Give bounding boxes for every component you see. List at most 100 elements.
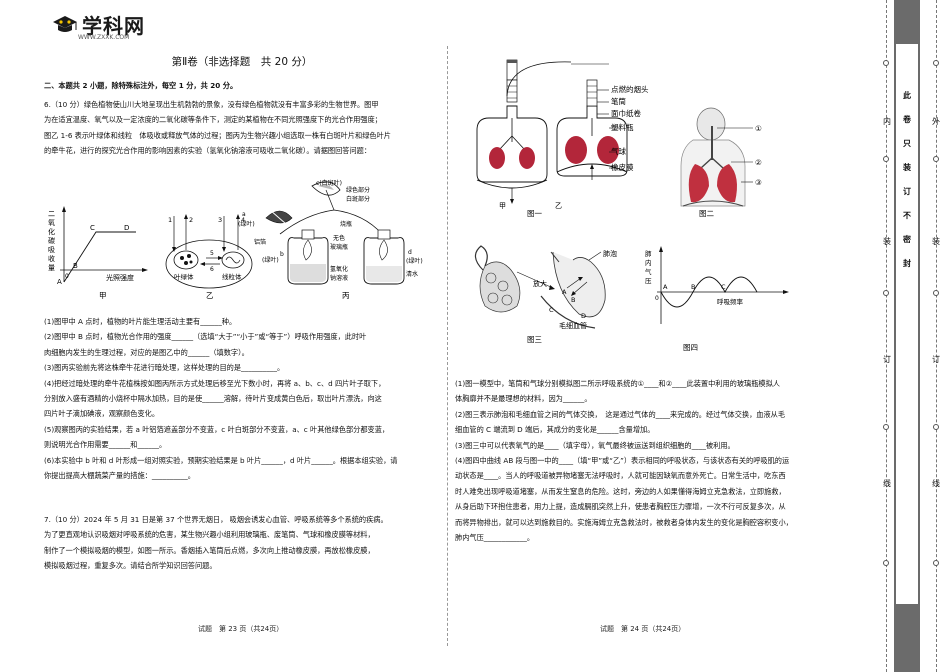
q6-question-line: 你提出提高大棚蔬菜产量的措施：__________。: [44, 471, 195, 481]
seal-char: 封: [903, 259, 911, 268]
jia-ylabel-char: 量: [48, 264, 55, 272]
bing-label: 无色: [333, 234, 345, 242]
fig2-label: ③: [755, 178, 762, 187]
seal-char: 密: [903, 235, 911, 244]
page-footer-left: 试题 第 23 页（共24页）: [198, 625, 284, 633]
fig1-label: 笔筒: [611, 96, 626, 106]
bing-label: 绿色部分: [346, 186, 370, 194]
bing-label: 白斑部分: [346, 195, 370, 203]
binding-circle: [933, 560, 939, 566]
q7-question-line: 动状态是____。当人的呼吸道被异物堵塞无法呼吸时，人就可能因缺氧而意外死亡。日…: [455, 471, 786, 481]
q6-question-line: (1)图甲中 A 点时，植物的叶片能生理活动主要有______种。: [44, 317, 237, 326]
q7-intro: 7.（10 分）2024 年 5 月 31 日是第 37 个世界无烟日， 吸烟会…: [44, 512, 440, 574]
q6-intro-line: 的牵牛花，进行的探究光合作用的影响因素的实验（氢氧化钠溶液可吸收二氧化碳）。请据…: [44, 146, 372, 156]
logo-brand: 学科网: [82, 14, 145, 38]
yi-caption: 乙: [206, 291, 214, 300]
fig4-point-b: B: [691, 283, 695, 291]
binding-margin: 内 装 订 线 外 装 订 线 此 卷 只 装 订 不 密 封: [872, 0, 950, 672]
q6-question-line: 分别放入盛有酒精的小烧杯中隔水加热，目的是使______溶解，待叶片变成黄白色后…: [44, 394, 382, 404]
jia-xlabel: 光照强度: [106, 273, 134, 282]
outer-char: 线: [932, 479, 940, 488]
q7-question-line: 肺内气压____________。: [455, 533, 535, 543]
bing-label: a: [242, 211, 246, 218]
fig3-label: 毛细血管: [559, 321, 587, 330]
figure-4: 肺 内 气 压 0 A B C 呼吸频率 图四: [645, 246, 789, 352]
bing-label: (绿叶): [238, 220, 255, 228]
q6-intro-line: 6.（10 分）绿色植物使山川大地呈现出生机勃勃的景象，没有绿色植物就没有丰富多…: [44, 100, 379, 109]
column-divider: [447, 46, 448, 646]
jia-point-d: D: [124, 224, 129, 232]
fig1-label: 点燃的烟头: [611, 84, 649, 94]
q6-intro-line: 图乙 1-6 表示叶绿体和线粒 体吸收或释放气体的过程；图丙为生物兴趣小组选取一…: [44, 130, 391, 140]
seal-char: 不: [903, 211, 911, 220]
q6-intro: 6.（10 分）绿色植物使山川大地呈现出生机勃勃的景象，没有绿色植物就没有丰富多…: [44, 97, 440, 159]
fig3-label: 放大: [533, 279, 547, 288]
binding-circle: [883, 560, 889, 566]
q6-question-line: (6)本实验中 b 叶和 d 叶形成一组对照实验，预期实验结果是 b 叶片___…: [44, 455, 398, 465]
q6-question-line: 肉细胞内发生的生理过程，对应的是图乙中的______（填数字）。: [44, 347, 249, 357]
binding-circle: [933, 290, 939, 296]
figure-1: 甲 乙 点燃的烟头 笔筒 面巾纸卷 塑料瓶 气球 橡皮膜 图一: [476, 59, 649, 218]
q7-question-line: (2)图三表示肺泡和毛细血管之间的气体交换， 这是通过气体的____来完成的。经…: [455, 409, 786, 419]
fig3-label: A: [562, 288, 567, 296]
section-title: 第Ⅱ卷（非选择题 共 20 分）: [171, 56, 313, 68]
fig2-label: ②: [755, 158, 762, 167]
q7-intro-line: 模拟吸烟过程，重复多次。请结合所学知识回答问题。: [44, 561, 217, 571]
bing-label: (绿叶): [406, 257, 423, 265]
binding-circle: [933, 156, 939, 162]
site-logo: 学科网 WWW.ZXXK.COM: [52, 10, 145, 41]
fig2-caption: 图二: [699, 209, 714, 218]
yi-label-chloroplast: 叶绿体: [174, 272, 194, 281]
outer-cut-line: [936, 0, 937, 672]
q7-question-line: 时人难免出现呼吸道堵塞，从而发生窒息的危险。这时，旁边的人如果懂得海姆立克急救法…: [455, 486, 786, 496]
yi-num: 1: [168, 216, 172, 224]
fig4-ylabel-char: 气: [645, 267, 652, 276]
inner-char: 订: [883, 355, 891, 364]
instructions: 二、本题共 2 小题，除特殊标注外，每空 1 分，共 20 分。: [44, 81, 238, 90]
yi-num: 5: [210, 250, 214, 257]
figure-yi: 1 2 3 4 5 6 叶绿体 线粒体 乙: [165, 214, 253, 300]
q7-intro-line: 为了更直观地认识吸烟对呼吸系统的危害，某生物兴趣小组利用玻璃瓶、废笔筒、气球和橡…: [44, 530, 375, 540]
yi-num: 2: [189, 216, 193, 224]
q7-questions: (1)图一模型中，笔筒和气球分别模拟图二所示呼吸系统的①____和②____此装…: [455, 376, 851, 545]
bing-label: 玻璃瓶: [330, 243, 348, 251]
binding-circle: [883, 290, 889, 296]
fig1-sub-yi: 乙: [555, 202, 562, 210]
jia-ylabel-char: 化: [48, 227, 55, 236]
q6-question-line: (3)图丙实验前先将这株牵牛花进行暗处理，这样处理的目的是__________。: [44, 363, 285, 373]
q7-figures: 甲 乙 点燃的烟头 笔筒 面巾纸卷 塑料瓶 气球 橡皮膜 图一: [474, 59, 789, 352]
bing-label: 烧瓶: [340, 220, 352, 228]
yi-num: 6: [210, 266, 214, 273]
q6-questions: (1)图甲中 A 点时，植物的叶片能生理活动主要有______种。 (2)图甲中…: [44, 314, 440, 483]
seal-char: 只: [903, 139, 911, 148]
jia-point-c: C: [90, 224, 95, 232]
bing-caption: 丙: [342, 291, 350, 300]
outer-char: 装: [932, 237, 940, 246]
q6-question-line: (5)观察图丙的实验结果，若 a 叶铝箔遮盖部分不变蓝，c 叶白斑部分不变蓝，a…: [44, 424, 390, 434]
jia-ylabel-char: 吸: [48, 246, 55, 254]
yi-num: 4: [241, 216, 245, 224]
bing-label: 氢氧化: [330, 265, 348, 273]
bing-label: c(白斑叶): [316, 179, 342, 187]
q7-question-line: (1)图一模型中，笔筒和气球分别模拟图二所示呼吸系统的①____和②____此装…: [455, 379, 780, 388]
figure-jia: 二 氧 化 碳 吸 收 量 A B C D 0 光照强度 甲: [48, 206, 148, 300]
seal-char: 卷: [903, 115, 911, 124]
q7-intro-line: 制作了一个模拟吸烟的模型，如图一所示。香烟插入笔筒后点燃，多次向上推动橡皮膜，再…: [44, 545, 375, 555]
fig4-origin: 0: [655, 295, 659, 302]
fig3-label: 肺泡: [603, 249, 617, 258]
fig4-ylabel-char: 肺: [645, 250, 652, 258]
q6-question-line: (2)图甲中 B 点时，植物光合作用的强度______（选填“大于”“小于”或“…: [44, 332, 367, 342]
fig4-point-c: C: [721, 283, 726, 291]
bing-label: 钠溶液: [330, 274, 348, 282]
outer-char: 外: [932, 117, 940, 126]
figure-2: ① ② ③ 图二: [680, 107, 762, 218]
q6-question-line: 则说明光合作用需要______和______。: [44, 440, 167, 450]
jia-caption: 甲: [99, 291, 107, 300]
q7-question-line: 细血管的 C 端流到 D 端后，其成分的变化是______含量增加。: [455, 425, 655, 435]
binding-circle: [933, 424, 939, 430]
q7-question-line: 体胸廓并不是最理想的材料，因为______。: [455, 394, 592, 404]
fig4-xlabel: 呼吸频率: [717, 297, 744, 306]
q7-question-line: (3)图三中可以代表氧气的是____（填字母），氧气最终被运送到组织细胞的___…: [455, 440, 735, 450]
inner-cut-line: [886, 0, 887, 672]
fig1-label: 橡皮膜: [611, 162, 634, 172]
